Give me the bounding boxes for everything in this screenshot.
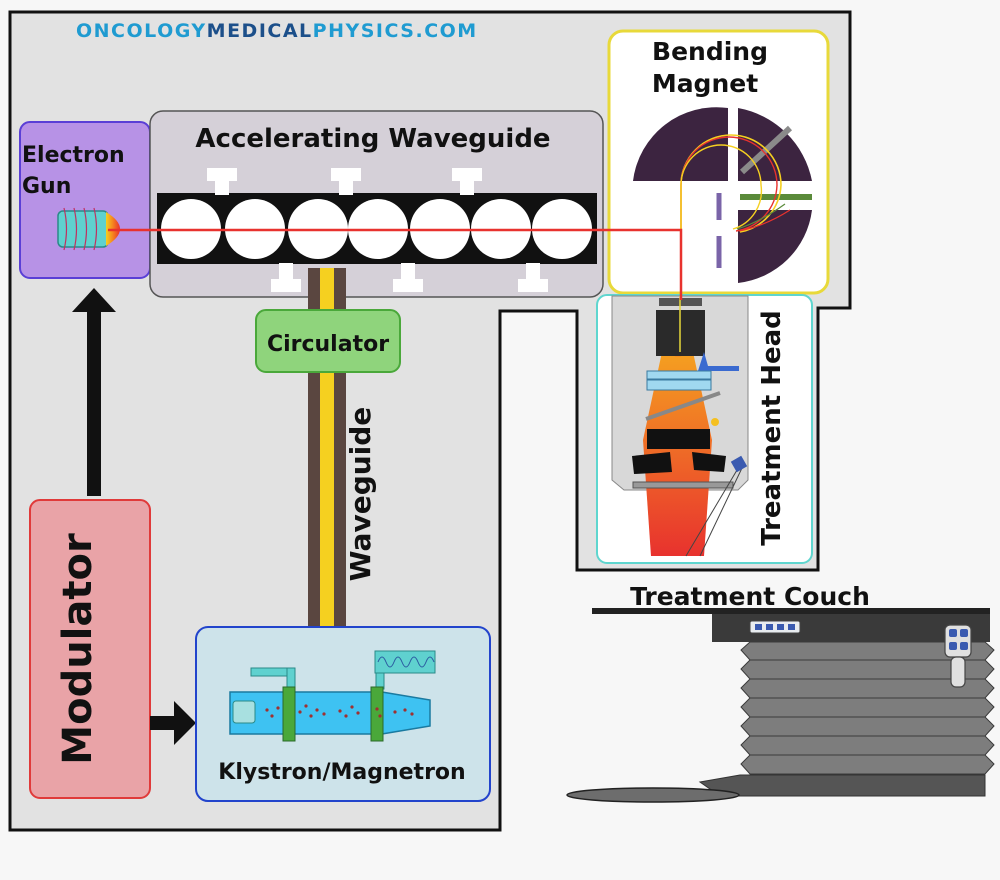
accelerating-waveguide-label: Accelerating Waveguide bbox=[195, 124, 550, 154]
jaw-right bbox=[692, 452, 726, 472]
circulator-label: Circulator bbox=[267, 332, 389, 357]
waveguide-label: Waveguide bbox=[344, 407, 377, 582]
circulator: Circulator bbox=[255, 309, 401, 373]
arrow-modulator-to-klystron bbox=[150, 701, 196, 745]
magnet-pole-left bbox=[633, 107, 728, 181]
electron-gun: Electron Gun bbox=[19, 121, 151, 279]
electron-gun-label-2: Gun bbox=[22, 174, 71, 199]
pendant-remote[interactable] bbox=[944, 624, 972, 688]
klystron: Klystron/Magnetron bbox=[195, 626, 491, 802]
brand-part-2: MEDICAL bbox=[207, 20, 313, 42]
modulator-label: Modulator bbox=[55, 533, 101, 765]
accelerating-waveguide: Accelerating Waveguide bbox=[149, 110, 604, 298]
bending-magnet: Bending Magnet bbox=[607, 29, 830, 296]
treatment-head: Treatment Head bbox=[596, 294, 813, 564]
brand-part-4: .COM bbox=[415, 20, 477, 42]
couch-bellows bbox=[740, 641, 995, 775]
electron-gun-label-1: Electron bbox=[22, 143, 125, 168]
jaw-left bbox=[632, 452, 672, 474]
primary-collimator bbox=[647, 429, 710, 449]
treatment-couch: Treatment Couch bbox=[566, 582, 995, 803]
bending-magnet-label-2: Magnet bbox=[652, 69, 758, 98]
couch-tabletop bbox=[592, 608, 990, 614]
brand-watermark: ONCOLOGYMEDICALPHYSICS.COM bbox=[76, 20, 478, 42]
electron-beam bbox=[108, 228, 683, 300]
bending-magnet-label-1: Bending bbox=[652, 37, 768, 66]
brand-part-3: PHYSICS bbox=[313, 20, 416, 42]
arrow-modulator-to-gun bbox=[72, 288, 116, 496]
couch-control-panel[interactable] bbox=[749, 620, 801, 634]
treatment-couch-label: Treatment Couch bbox=[630, 582, 870, 611]
treatment-head-label: Treatment Head bbox=[757, 310, 787, 546]
modulator: Modulator bbox=[29, 499, 151, 799]
couch-base bbox=[566, 787, 740, 803]
klystron-label: Klystron/Magnetron bbox=[218, 760, 465, 785]
electron-bunches bbox=[265, 704, 414, 718]
brand-part-1: ONCOLOGY bbox=[76, 20, 207, 42]
magnet-pole-lower-right bbox=[738, 210, 812, 283]
